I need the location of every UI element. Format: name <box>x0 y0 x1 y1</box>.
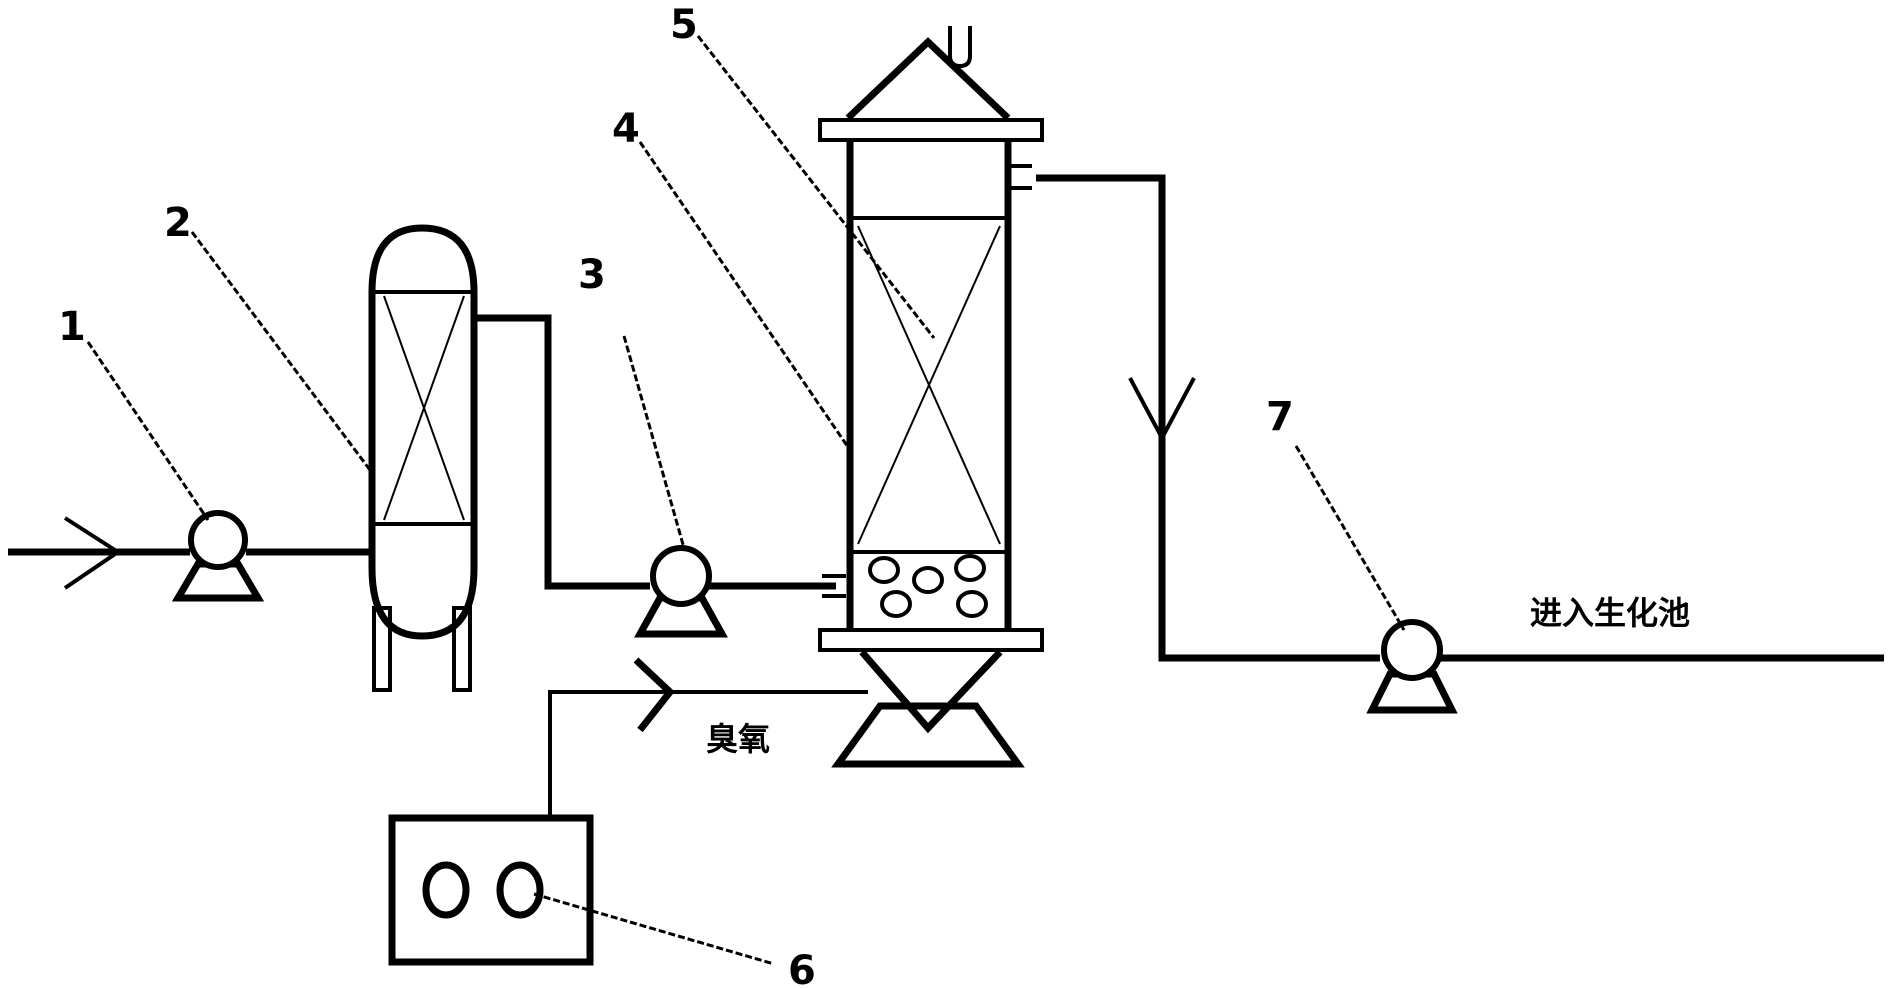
ozone-label: 臭氧 <box>706 720 770 758</box>
outlet-flow-arrow <box>1128 377 1196 443</box>
pump-7 <box>1366 619 1458 714</box>
label-3: 3 <box>578 252 606 298</box>
label-2: 2 <box>164 200 192 246</box>
reactor-bottom-cone <box>831 649 1025 768</box>
ozone-generator-6 <box>388 814 594 966</box>
leader-lines <box>86 35 1406 966</box>
label-4: 4 <box>612 106 640 152</box>
outlet-label: 进入生化池 <box>1530 594 1690 632</box>
reactor-outlet-nozzle <box>1008 164 1032 190</box>
label-7: 7 <box>1266 394 1294 440</box>
label-6: 6 <box>788 948 816 989</box>
pipe-reactor-to-pump7 <box>1036 174 1380 662</box>
pump-1 <box>171 510 265 602</box>
label-5: 5 <box>670 2 698 48</box>
ozone-flow-arrow <box>633 657 675 733</box>
ozone-supply-line <box>548 690 868 818</box>
reactor-inlet-nozzle <box>822 574 846 598</box>
pump-3 <box>634 545 728 638</box>
reactor-top-cone <box>845 26 1011 121</box>
label-1: 1 <box>58 304 86 350</box>
pipe-tower-to-pump3 <box>474 314 650 590</box>
pretreatment-tower-2 <box>368 224 478 692</box>
inlet-line <box>8 516 190 590</box>
ozone-reactor-4 <box>818 118 1044 652</box>
